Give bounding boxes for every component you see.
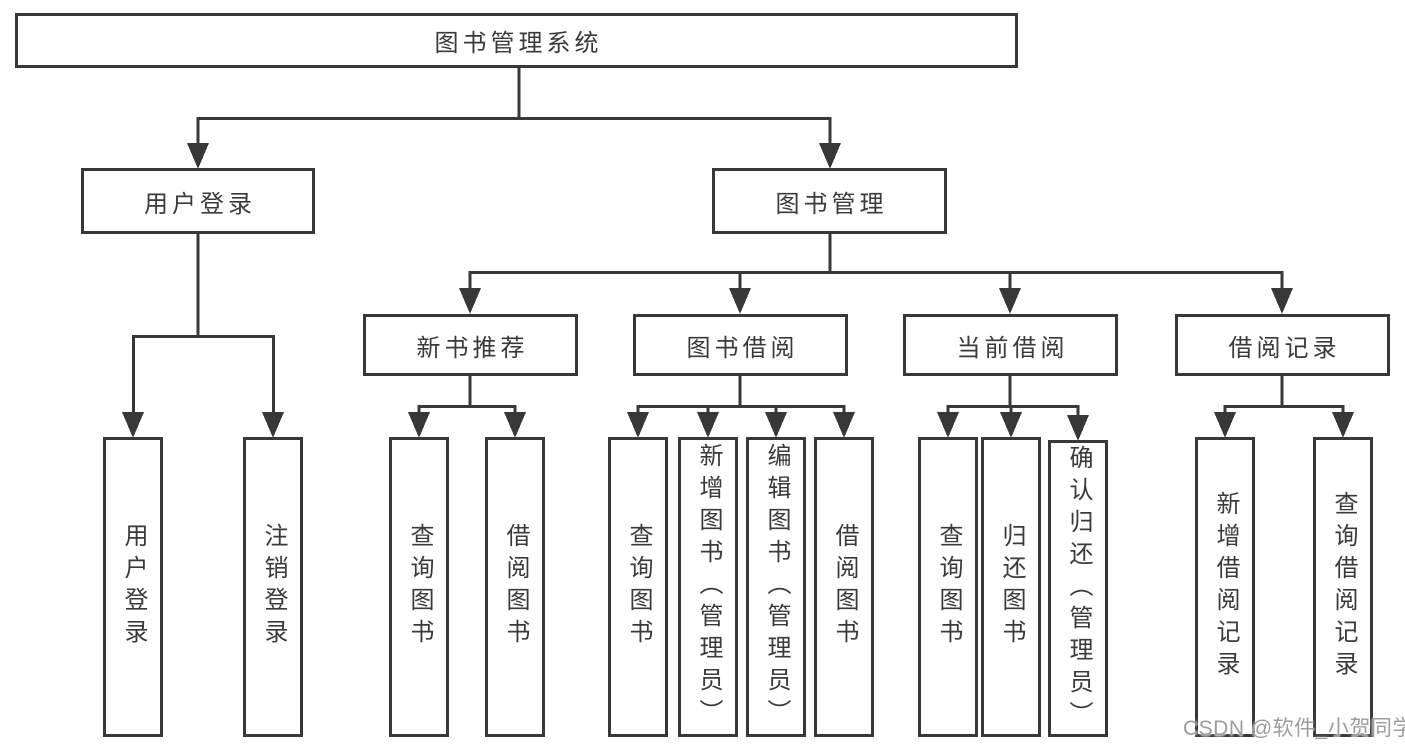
node-rec-query-books: 查询图书 [389, 437, 449, 737]
arrowhead-icon [999, 288, 1021, 314]
node-book-management-group-label: 图书管理 [775, 190, 888, 218]
node-cb-return-books: 归还图书 [981, 437, 1041, 737]
arrowheads [122, 143, 1354, 441]
node-user-login-group: 用户登录 [81, 168, 315, 234]
node-bb-edit-books-admin-label: 编辑图书（管理员） [763, 443, 790, 731]
node-logout-label: 注销登录 [260, 523, 287, 651]
arrowhead-icon [1332, 412, 1354, 438]
node-user-login: 用户登录 [103, 437, 163, 737]
node-cb-confirm-return-admin-label: 确认归还（管理员） [1065, 444, 1092, 733]
arrowhead-icon [627, 412, 649, 438]
node-cb-confirm-return-admin: 确认归还（管理员） [1048, 440, 1108, 737]
arrowhead-icon [1067, 415, 1089, 441]
node-br-query-borrow-record: 查询借阅记录 [1313, 437, 1373, 737]
node-rec-borrow-books: 借阅图书 [485, 437, 545, 737]
arrowhead-icon [765, 412, 787, 438]
node-new-book-recommendation: 新书推荐 [363, 314, 578, 376]
node-user-login-group-label: 用户登录 [144, 190, 256, 218]
node-library-management-system-label: 图书管理系统 [434, 30, 603, 57]
arrowhead-icon [504, 412, 526, 438]
connector-lines [132, 67, 1345, 419]
node-rec-borrow-books-label: 借阅图书 [502, 523, 529, 651]
arrowhead-icon [937, 412, 959, 438]
node-br-add-borrow-record-label: 新增借阅记录 [1212, 491, 1239, 683]
node-bb-add-books-admin-label: 新增图书（管理员） [695, 443, 722, 731]
node-bb-query-books-label: 查询图书 [625, 523, 652, 651]
arrowhead-icon [187, 143, 209, 169]
node-cb-query-books: 查询图书 [918, 437, 978, 737]
node-bb-borrow-books-label: 借阅图书 [831, 523, 858, 651]
node-current-borrowing-label: 当前借阅 [956, 334, 1069, 362]
node-library-management-system: 图书管理系统 [15, 13, 1018, 68]
node-new-book-recommendation-label: 新书推荐 [416, 334, 529, 362]
arrowhead-icon [1214, 412, 1236, 438]
node-book-borrowing: 图书借阅 [633, 314, 848, 376]
arrowhead-icon [408, 412, 430, 438]
arrowhead-icon [819, 143, 841, 169]
node-bb-edit-books-admin: 编辑图书（管理员） [746, 437, 806, 737]
node-user-login-label: 用户登录 [120, 523, 147, 651]
arrowhead-icon [729, 288, 751, 314]
watermark: CSDN @软件_小贺同学 [1183, 717, 1405, 740]
node-borrowing-records: 借阅记录 [1175, 314, 1390, 376]
arrowhead-icon [1271, 288, 1293, 314]
node-bb-borrow-books: 借阅图书 [814, 437, 874, 737]
node-borrowing-records-label: 借阅记录 [1228, 334, 1341, 362]
node-cb-return-books-label: 归还图书 [998, 523, 1025, 651]
node-book-management-group: 图书管理 [712, 168, 947, 234]
node-br-add-borrow-record: 新增借阅记录 [1195, 437, 1255, 737]
node-bb-query-books: 查询图书 [608, 437, 668, 737]
node-cb-query-books-label: 查询图书 [935, 523, 962, 651]
arrowhead-icon [122, 412, 144, 438]
arrowhead-icon [697, 412, 719, 438]
node-rec-query-books-label: 查询图书 [406, 523, 433, 651]
arrowhead-icon [833, 412, 855, 438]
arrowhead-icon [262, 412, 284, 438]
arrowhead-icon [459, 288, 481, 314]
node-current-borrowing: 当前借阅 [903, 314, 1118, 376]
node-logout: 注销登录 [243, 437, 303, 737]
node-book-borrowing-label: 图书借阅 [686, 334, 799, 362]
node-br-query-borrow-record-label: 查询借阅记录 [1330, 491, 1357, 683]
arrowhead-icon [1000, 412, 1022, 438]
node-bb-add-books-admin: 新增图书（管理员） [678, 437, 738, 737]
